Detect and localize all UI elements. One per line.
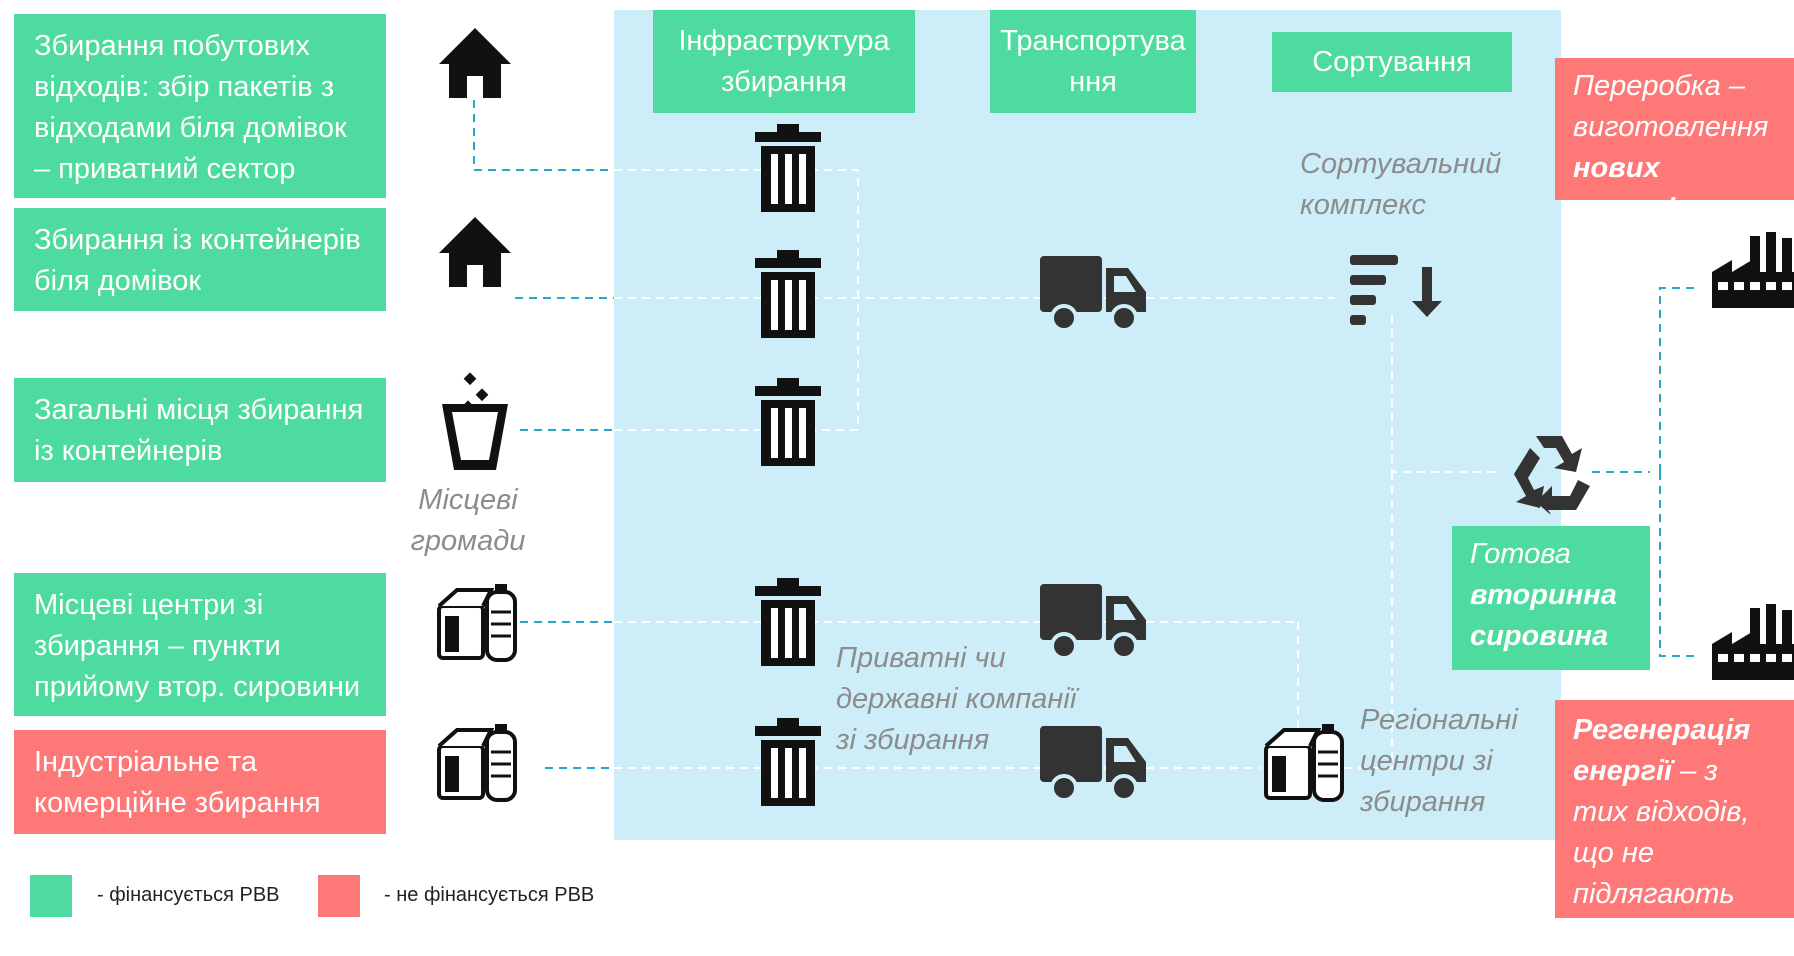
truck-icon: [1040, 726, 1146, 802]
left-box-home-containers: Збирання із контейнерів біля домівок: [14, 208, 386, 311]
label-regional-centers: Регіональні центри зі збирання: [1360, 700, 1530, 823]
label-local-communities: Місцеві громади: [408, 480, 528, 562]
truck-icon: [1040, 256, 1146, 332]
header-infrastructure-label: Інфраструктура збирання: [678, 24, 890, 98]
sort-icon: [1350, 255, 1442, 325]
left-box-text: Збирання із контейнерів біля домівок: [34, 224, 361, 297]
house-icon: [439, 28, 511, 98]
recycling-box: Переробка – виготовлення нових товарів: [1555, 58, 1794, 225]
ready-bold1: вторинна: [1470, 579, 1617, 611]
recycling-line2: виготовлення: [1573, 111, 1769, 143]
label-companies-text: Приватні чи державні компанії зі збиранн…: [836, 642, 1077, 756]
header-sorting: Сортування: [1272, 32, 1512, 92]
legend-not-funded: - не фінансується РВВ: [384, 884, 595, 906]
left-box-text: Загальні місця збирання із контейнерів: [34, 394, 364, 467]
header-transport: Транспортування: [990, 10, 1196, 113]
truck-icon: [1040, 584, 1146, 660]
left-box-text: Місцеві центри зі збирання – пункти прий…: [34, 589, 361, 703]
factory-icon: [1712, 232, 1794, 308]
left-box-industrial: Індустріальне та комерційне збирання: [14, 730, 386, 834]
label-companies: Приватні чи державні компанії зі збиранн…: [836, 638, 1096, 761]
header-infrastructure: Інфраструктура збирання: [653, 10, 915, 113]
left-box-household-bags: Збирання побутових відходів: збір пакеті…: [14, 14, 386, 198]
label-sorting-complex-text: Сортувальний комплекс: [1300, 148, 1502, 221]
house-icon: [439, 217, 511, 287]
left-box-text: Збирання побутових відходів: збір пакеті…: [34, 30, 347, 185]
label-regional-centers-text: Регіональні центри зі збирання: [1360, 704, 1518, 818]
recyclables-icon: [437, 724, 517, 802]
ready-bold2: сировина: [1470, 620, 1609, 652]
header-sorting-label: Сортування: [1312, 45, 1472, 78]
recyclables-icon: [437, 584, 517, 662]
left-box-local-centers: Місцеві центри зі збирання – пункти прий…: [14, 573, 386, 716]
legend-funded: - фінансується РВВ: [97, 884, 280, 906]
recycle-icon: [1514, 436, 1590, 514]
energy-bold: Регенерація енергії: [1573, 714, 1751, 787]
ready-raw-material-box: Готова вторинна сировина: [1452, 526, 1650, 670]
trash-can-icon: [755, 378, 821, 466]
trash-can-icon: [755, 578, 821, 666]
recycling-bold: нових товарів: [1573, 152, 1693, 225]
factory-icon: [1712, 604, 1794, 680]
label-sorting-complex: Сортувальний комплекс: [1300, 144, 1520, 226]
connector-lines: [473, 100, 1700, 769]
recyclables-icon: [1264, 724, 1344, 802]
bin-drop-icon: [442, 372, 508, 470]
ready-line1: Готова: [1470, 538, 1571, 570]
energy-regeneration-box: Регенерація енергії – з тих відходів, що…: [1555, 700, 1794, 951]
left-box-public-containers: Загальні місця збирання із контейнерів: [14, 378, 386, 482]
legend-swatch-funded: [30, 875, 72, 917]
trash-can-icon: [755, 124, 821, 212]
recycling-line1: Переробка –: [1573, 70, 1745, 102]
label-local-communities-text: Місцеві громади: [410, 484, 526, 557]
legend-swatch-not-funded: [318, 875, 360, 917]
trash-can-icon: [755, 250, 821, 338]
trash-can-icon: [755, 718, 821, 806]
left-box-text: Індустріальне та комерційне збирання: [34, 746, 321, 819]
header-transport-label: Транспортування: [1000, 24, 1186, 98]
